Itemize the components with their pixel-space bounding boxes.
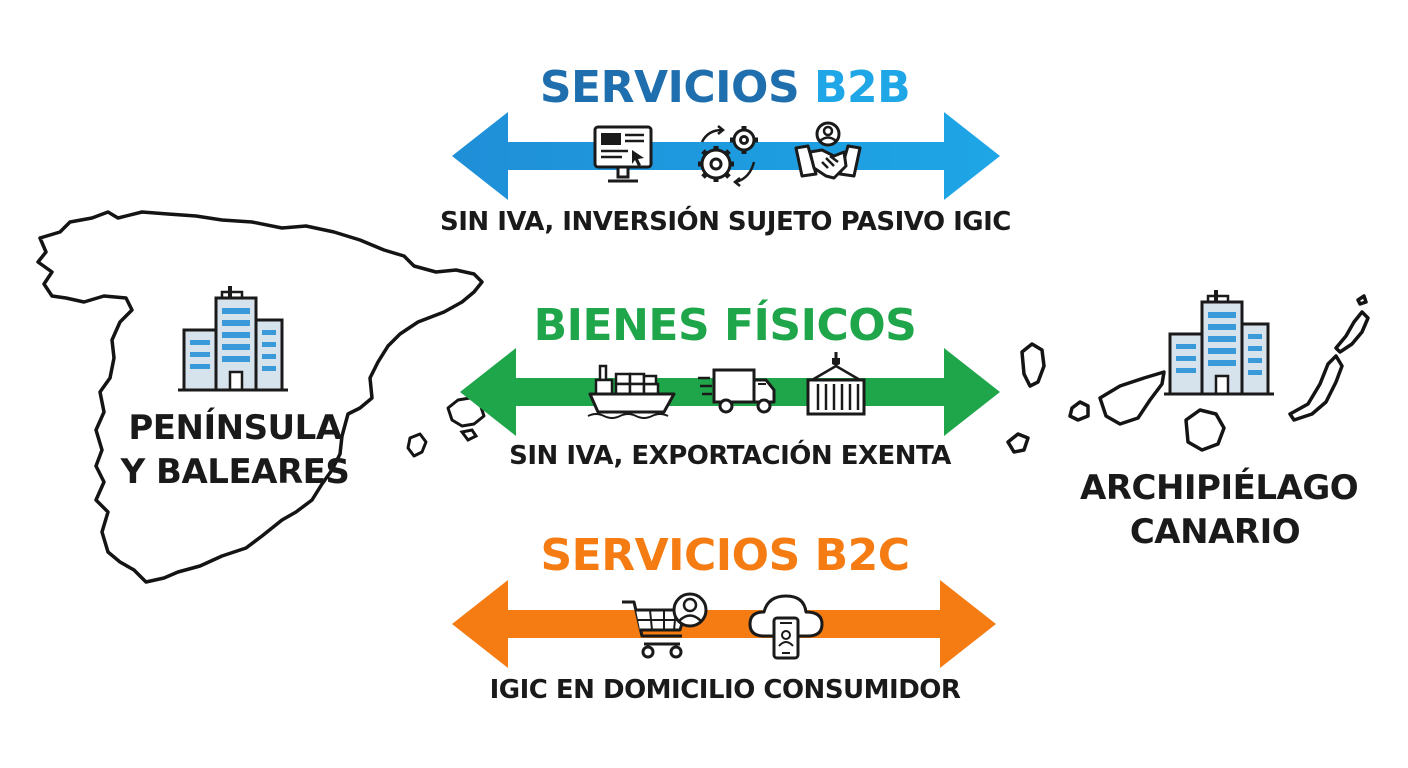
flow-title-goods: BIENES FÍSICOS: [533, 300, 917, 351]
flow-title-b2b: SERVICIOS B2B: [470, 62, 980, 114]
delivery-truck-icon: [698, 368, 776, 414]
shipping-container-icon: [806, 352, 866, 416]
graciosa-outline: [1356, 294, 1368, 306]
region-label-line1: PENÍNSULA: [128, 408, 342, 448]
gran-canaria-outline: [1184, 408, 1226, 452]
flow-title-b2b-part1: SERVICIOS: [539, 62, 814, 113]
tenerife-outline: [1098, 370, 1166, 426]
la-palma-outline: [1020, 342, 1046, 388]
flow-description-b2c: IGIC EN DOMICILIO CONSUMIDOR: [489, 675, 961, 705]
el-hierro-outline: [1006, 432, 1030, 454]
flow-title-b2b-part2: B2B: [813, 62, 911, 113]
office-building-icon: [178, 286, 288, 392]
computer-monitor-icon: [593, 125, 653, 183]
handshake-icon: [794, 121, 862, 180]
office-building-icon: [1164, 290, 1274, 396]
region-label-line1: ARCHIPIÉLAGO: [1080, 468, 1359, 508]
ibiza-outline: [406, 432, 428, 458]
flow-title-b2c: SERVICIOS B2C: [540, 530, 910, 581]
region-label-peninsula: PENÍNSULA Y BALEARES: [120, 406, 350, 494]
mallorca-outline: [446, 396, 486, 428]
cargo-ship-icon: [587, 364, 676, 419]
region-label-line2: Y BALEARES: [120, 452, 350, 492]
double-arrow-b2c: [452, 580, 996, 668]
lanzarote-outline: [1334, 310, 1370, 354]
menorca-outline: [459, 428, 479, 442]
cloud-mobile-icon: [748, 594, 824, 660]
region-label-canarias: ARCHIPIÉLAGO CANARIO: [1080, 466, 1359, 554]
la-gomera-outline: [1068, 400, 1090, 422]
shopping-cart-user-icon: [622, 592, 708, 659]
flow-description-goods: SIN IVA, EXPORTACIÓN EXENTA: [509, 441, 951, 471]
gears-icon: [698, 125, 758, 187]
fuerteventura-outline: [1288, 354, 1344, 422]
region-label-line2: CANARIO: [1129, 512, 1301, 552]
peninsula-outline: [36, 210, 484, 584]
flow-description-b2b: SIN IVA, INVERSIÓN SUJETO PASIVO IGIC: [440, 207, 1011, 237]
